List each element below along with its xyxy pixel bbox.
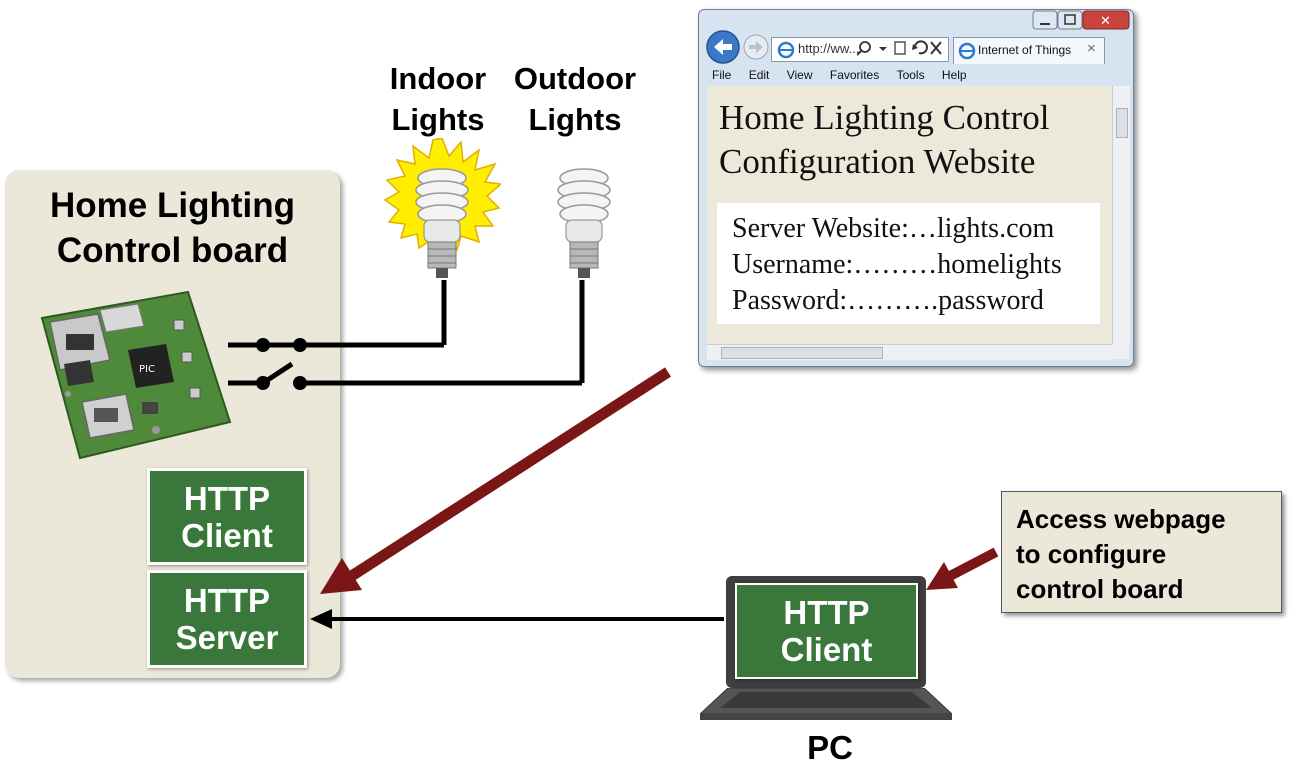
browser-tab[interactable]	[953, 37, 1105, 64]
note-arrow	[947, 547, 999, 581]
circuit-board-icon: PIC	[40, 290, 232, 460]
horizontal-scrollbar[interactable]	[707, 344, 1112, 360]
minimize-icon[interactable]	[1032, 10, 1058, 30]
outdoor-lights-label: Outdoor Lights	[513, 61, 637, 137]
maximize-icon[interactable]	[1057, 10, 1083, 30]
menu-favorites[interactable]: Favorites	[829, 68, 880, 82]
menu-tools[interactable]: Tools	[896, 68, 925, 82]
board-title-line1: Home Lighting	[50, 186, 295, 225]
board-http-server-box: HTTP Server	[147, 570, 307, 668]
tab-title: Internet of Things	[978, 43, 1072, 57]
tab-close-icon[interactable]: ×	[1087, 40, 1096, 57]
window-controls: ✕	[1032, 10, 1130, 30]
tab-ie-icon	[958, 42, 976, 60]
username-line: Username:………homelights	[732, 249, 1062, 280]
svg-text:✕: ✕	[1100, 14, 1111, 29]
annotation-box: Access webpage to configure control boar…	[1001, 491, 1282, 613]
compat-icon[interactable]	[894, 41, 906, 55]
menu-help[interactable]: Help	[941, 68, 967, 82]
pc-http-client-box: HTTP Client	[735, 583, 918, 679]
menu-view[interactable]: View	[786, 68, 813, 82]
menu-bar: File Edit View Favorites Tools Help	[710, 65, 1130, 85]
indoor-bulb-icon	[383, 138, 501, 278]
outdoor-bulb-icon	[557, 168, 611, 278]
vertical-scroll-thumb[interactable]	[1116, 108, 1128, 138]
menu-edit[interactable]: Edit	[748, 68, 770, 82]
vertical-scrollbar[interactable]	[1112, 86, 1130, 344]
chevron-down-icon[interactable]	[879, 47, 887, 51]
svg-text:PIC: PIC	[139, 364, 155, 375]
ie-logo-icon	[777, 41, 795, 59]
nav-buttons	[706, 30, 769, 64]
indoor-switch-contact	[256, 338, 270, 352]
indoor-lights-label: Indoor Lights	[389, 61, 487, 137]
password-line: Password:……….password	[732, 285, 1044, 316]
refresh-icon[interactable]	[913, 40, 928, 55]
close-window-icon[interactable]	[1082, 10, 1130, 30]
website-heading: Home Lighting Control Configuration Webs…	[719, 98, 1050, 181]
pc-label: PC	[807, 729, 853, 766]
laptop-keyboard-icon	[700, 688, 952, 720]
menu-file[interactable]: File	[712, 68, 732, 82]
scroll-corner	[1112, 344, 1129, 359]
address-tools	[857, 40, 942, 56]
address-text: http://ww...	[798, 41, 860, 56]
board-http-client-box: HTTP Client	[147, 468, 307, 565]
horizontal-scroll-thumb[interactable]	[721, 347, 883, 359]
credentials-box: Server Website:…lights.com Username:………h…	[717, 203, 1100, 324]
config-arrow	[347, 367, 671, 582]
server-website-line: Server Website:…lights.com	[732, 213, 1055, 244]
search-icon[interactable]	[859, 41, 871, 53]
board-title: Home Lighting Control board	[0, 183, 345, 273]
board-title-line2: Control board	[56, 231, 289, 270]
